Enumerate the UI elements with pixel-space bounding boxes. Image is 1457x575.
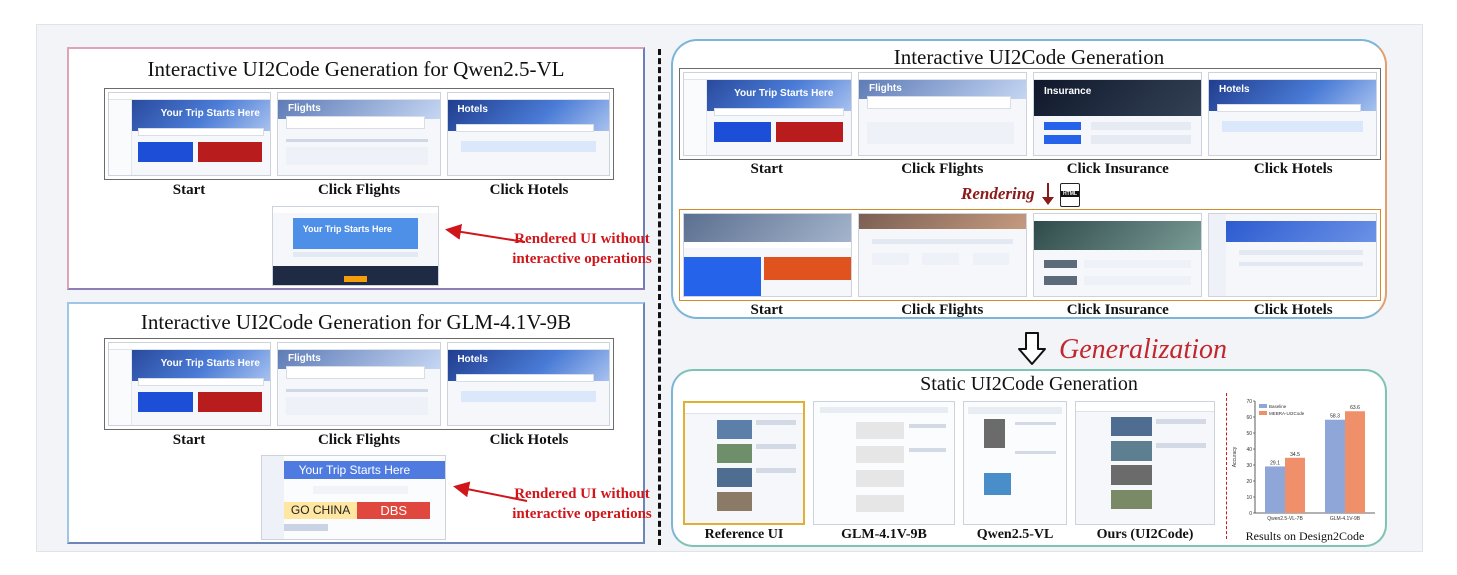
rendered-insurance-screenshot	[1033, 213, 1202, 297]
interactive-panel: Interactive UI2Code Generation Your Trip…	[671, 39, 1387, 319]
glm-flights-screenshot: Flights	[277, 342, 441, 426]
y-tick-label: 10	[1246, 495, 1252, 501]
static-label-glm: GLM-4.1V-9B	[841, 527, 927, 542]
qwen-hotels-screenshot: Hotels	[446, 92, 610, 176]
interactive-panel-title: Interactive UI2Code Generation	[893, 45, 1165, 69]
qwen-rendered-heading: Your Trip Starts Here	[302, 224, 393, 235]
legend-label-1: MEBRA-UI2Code	[1269, 411, 1305, 416]
glm-start-screenshot: Your Trip Starts Here	[108, 342, 272, 426]
qwen-screenshot-strip: Your Trip Starts Here Flights Hotels	[104, 88, 614, 180]
glm-rendered-ui: Your Trip Starts Here GO CHINA DBS	[261, 455, 446, 540]
y-tick-label: 40	[1246, 447, 1252, 453]
static-qwen-screenshot	[963, 401, 1067, 525]
y-tick-label: 0	[1249, 511, 1252, 517]
qwen-labels: Start Click Flights Click Hotels	[104, 182, 614, 199]
bar-1-0	[1285, 457, 1305, 513]
qwen-start-screenshot: Your Trip Starts Here	[108, 92, 272, 176]
static-label-reference: Reference UI	[704, 527, 784, 542]
y-tick-label: 70	[1246, 399, 1252, 405]
rendering-arrow	[1042, 183, 1054, 205]
legend-swatch-1	[1259, 411, 1267, 415]
glm-label-hotels: Click Hotels	[489, 432, 569, 448]
html-file-icon-text: HTML	[1061, 191, 1079, 197]
qwen-panel: Interactive UI2Code Generation for Qwen2…	[67, 47, 652, 290]
y-tick-label: 20	[1246, 479, 1252, 485]
glm-panel-title: Interactive UI2Code Generation for GLM-4…	[140, 310, 572, 334]
bar-value-label: 58.3	[1330, 414, 1340, 420]
static-panel: Static UI2Code Generation	[671, 369, 1387, 547]
bar-value-label: 34.5	[1290, 452, 1300, 458]
legend-label-0: Baseline	[1269, 404, 1287, 409]
y-tick-label: 30	[1246, 463, 1252, 469]
qwen-label-hotels: Click Hotels	[489, 182, 569, 198]
bar-value-label: 63.6	[1350, 405, 1360, 411]
reference-labels: Start Click Flights Click Insurance Clic…	[679, 161, 1381, 178]
figure-canvas: Interactive UI2Code Generation for Qwen2…	[36, 24, 1423, 552]
ref-start-screenshot: Your Trip Starts Here	[683, 72, 852, 156]
glm-label-flights: Click Flights	[317, 432, 401, 448]
rendered-flights-screenshot	[858, 213, 1027, 297]
qwen-annotation-arrow	[445, 224, 526, 243]
rendered-label-flights: Click Flights	[901, 302, 984, 318]
bar-1-1	[1345, 411, 1365, 513]
dashed-divider	[658, 49, 661, 545]
rendered-label-hotels: Click Hotels	[1253, 302, 1333, 318]
rendered-label-insurance: Click Insurance	[1066, 302, 1169, 318]
rendered-hotels-screenshot	[1208, 213, 1377, 297]
generalization-arrow-icon	[1018, 332, 1046, 365]
qwen-panel-title: Interactive UI2Code Generation for Qwen2…	[147, 57, 565, 81]
static-reference-ui-screenshot	[683, 401, 805, 525]
bar-0-1	[1325, 419, 1345, 513]
reference-screenshot-strip: Your Trip Starts Here Flights Insurance	[679, 68, 1381, 160]
html-file-icon: HTML	[1060, 183, 1080, 207]
qwen-rendered-ui: Your Trip Starts Here	[272, 206, 439, 286]
rendered-label-start: Start	[750, 302, 784, 318]
generalization-label: Generalization	[1059, 334, 1227, 365]
legend-swatch-0	[1259, 404, 1267, 408]
glm-panel: Interactive UI2Code Generation for GLM-4…	[67, 302, 652, 544]
ref-flights-screenshot: Flights	[858, 72, 1027, 156]
glm-hotels-screenshot: Hotels	[446, 342, 610, 426]
ref-insurance-screenshot: Insurance	[1033, 72, 1202, 156]
qwen-flights-screenshot: Flights	[277, 92, 441, 176]
glm-banner-left: GO CHINA	[283, 502, 358, 520]
glm-rendered-heading: Your Trip Starts Here	[298, 463, 411, 478]
ref-label-flights: Click Flights	[901, 161, 984, 177]
qwen-label-flights: Click Flights	[317, 182, 401, 198]
static-panel-title: Static UI2Code Generation	[920, 373, 1138, 395]
rendering-label: Rendering	[961, 184, 1035, 203]
x-tick-label: GLM-4.1V-9B	[1330, 516, 1361, 522]
glm-annotation-arrow	[453, 481, 528, 502]
glm-annotation: Rendered UI without interactive operatio…	[512, 486, 652, 522]
chart-divider	[1226, 393, 1227, 539]
ref-label-start: Start	[750, 161, 784, 177]
qwen-annotation: Rendered UI without interactive operatio…	[512, 231, 652, 267]
static-glm-screenshot	[813, 401, 955, 525]
static-ours-screenshot	[1075, 401, 1215, 525]
ref-label-insurance: Click Insurance	[1066, 161, 1169, 177]
y-tick-label: 60	[1246, 415, 1252, 421]
rendered-screenshot-strip	[679, 209, 1381, 301]
ref-hotels-screenshot: Hotels	[1208, 72, 1377, 156]
chart-caption: Results on Design2Code	[1245, 529, 1365, 543]
glm-screenshot-strip: Your Trip Starts Here Flights Hotels	[104, 338, 614, 430]
y-axis-label: Accuracy	[1232, 446, 1238, 467]
static-label-qwen: Qwen2.5-VL	[976, 527, 1054, 542]
qwen-label-start: Start	[172, 182, 206, 198]
rendered-start-screenshot	[683, 213, 852, 297]
glm-label-start: Start	[172, 432, 206, 448]
ref-label-hotels: Click Hotels	[1253, 161, 1333, 177]
glm-banner-right: DBS	[357, 502, 431, 520]
y-tick-label: 50	[1246, 431, 1252, 437]
rendered-labels: Start Click Flights Click Insurance Clic…	[679, 302, 1381, 319]
glm-labels: Start Click Flights Click Hotels	[104, 432, 614, 449]
x-tick-label: Qwen2.5-VL-7B	[1267, 516, 1303, 522]
bar-0-0	[1265, 466, 1285, 513]
static-label-ours: Ours (UI2Code)	[1096, 527, 1194, 542]
bar-value-label: 29.1	[1270, 460, 1280, 466]
